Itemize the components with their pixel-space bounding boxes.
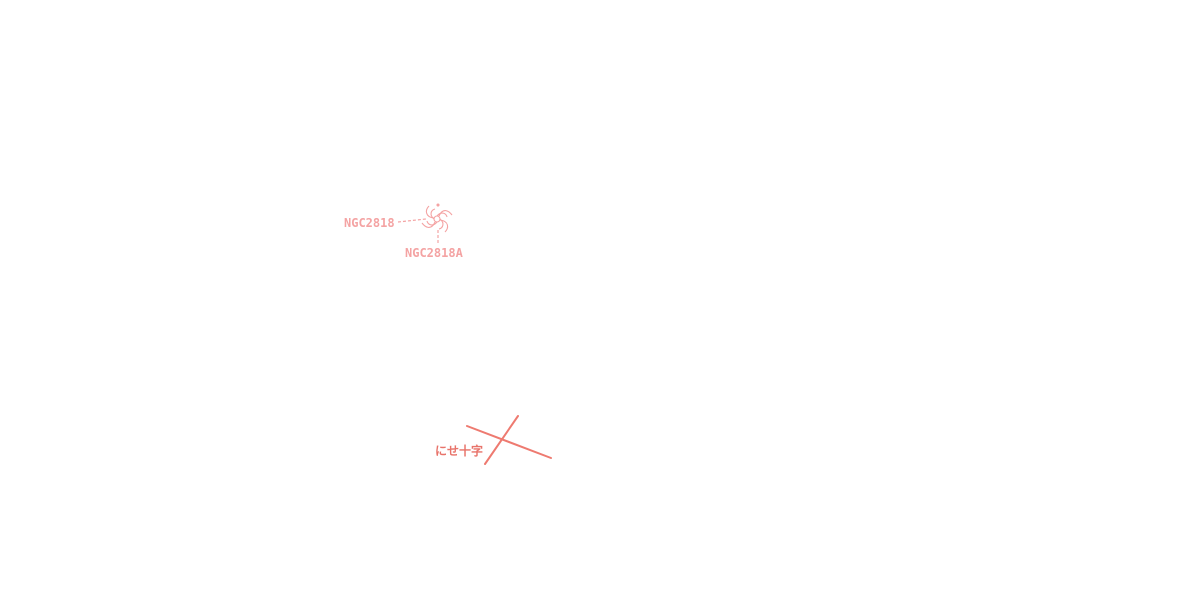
asterism-line-long <box>466 425 552 459</box>
ngc2818-leader-line <box>397 218 427 223</box>
planetary-nebula-icon[interactable] <box>421 203 453 233</box>
asterism-lines[interactable] <box>466 415 552 465</box>
asterism-label[interactable]: にせ十字 <box>435 444 484 458</box>
asterism-line-short <box>484 415 519 465</box>
object-label-ngc2818[interactable]: NGC2818 <box>344 216 395 230</box>
object-label-ngc2818a[interactable]: NGC2818A <box>405 246 463 260</box>
